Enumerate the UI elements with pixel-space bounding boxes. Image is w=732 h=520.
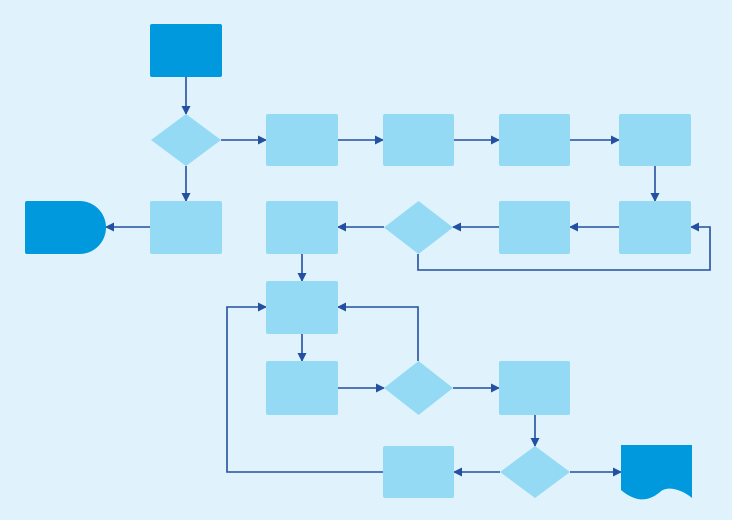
connector-p12-to-p9	[226, 302, 383, 473]
node-p2-rectangle	[383, 114, 454, 166]
connector-d3-to-p9	[337, 302, 419, 361]
node-p5-rectangle	[619, 201, 691, 254]
node-d4-diamond	[500, 446, 570, 498]
node-start-rectangle	[150, 24, 222, 77]
connector-d2-to-p5	[417, 222, 711, 271]
node-p9-rectangle	[266, 281, 338, 334]
node-d2-diamond	[384, 201, 453, 254]
node-doc_end-document	[621, 445, 692, 500]
node-p10-rectangle	[266, 361, 338, 415]
node-d1-diamond	[151, 114, 221, 166]
node-end_left-delay	[25, 201, 106, 254]
node-p7-rectangle	[150, 201, 222, 254]
connector-layer	[105, 77, 711, 477]
node-p8-rectangle	[266, 201, 338, 254]
node-p6-rectangle	[499, 201, 570, 254]
node-d3-diamond	[384, 361, 453, 415]
node-p4-rectangle	[619, 114, 691, 166]
node-p11-rectangle	[499, 361, 570, 415]
node-p1-rectangle	[266, 114, 338, 166]
node-p12-rectangle	[383, 446, 454, 498]
node-layer	[25, 24, 692, 500]
node-p3-rectangle	[499, 114, 570, 166]
